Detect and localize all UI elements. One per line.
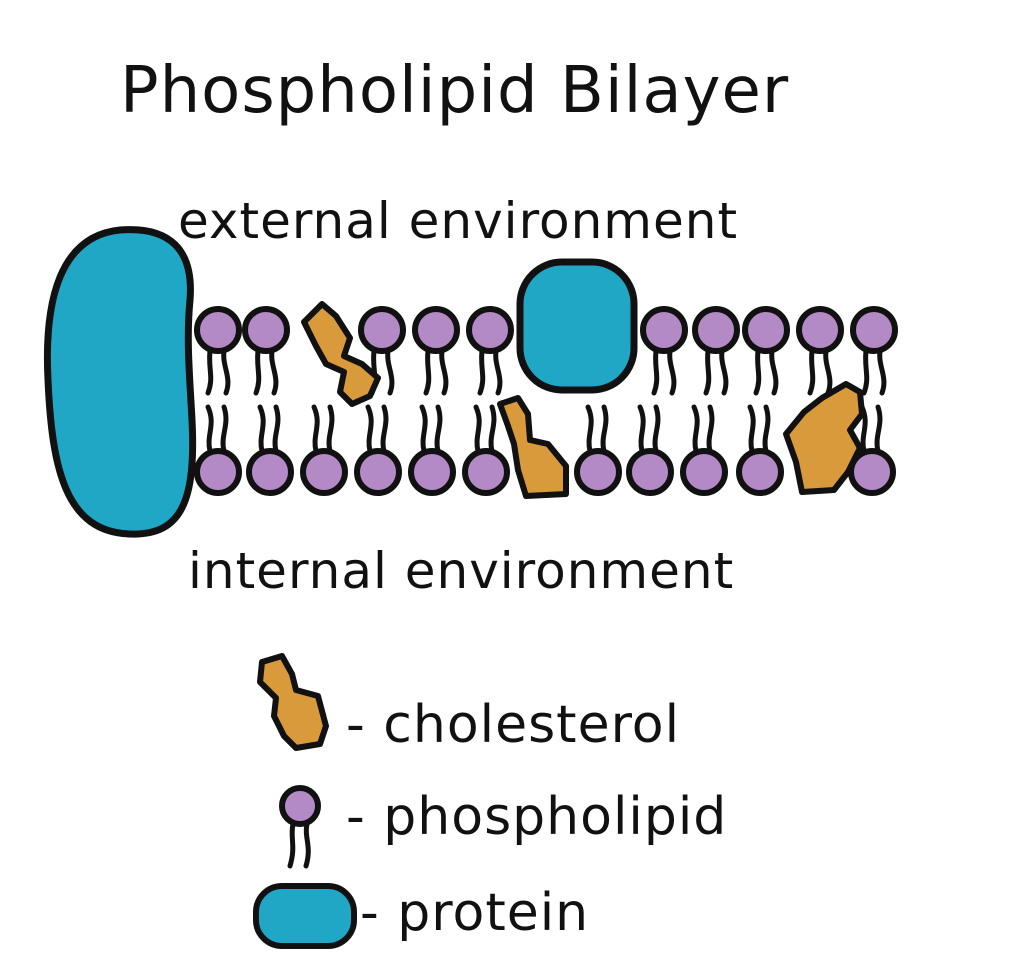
phospholipid-head-bottom bbox=[246, 448, 294, 496]
legend-cholesterol-label: - cholesterol bbox=[346, 695, 680, 755]
lipid-tail bbox=[269, 348, 279, 396]
lipid-tail bbox=[380, 404, 389, 454]
lipid-tail bbox=[652, 404, 661, 454]
peripheral-protein bbox=[516, 258, 638, 394]
lipid-tails bbox=[205, 348, 887, 454]
lipid-tail bbox=[861, 348, 870, 396]
lipid-tail bbox=[691, 404, 700, 454]
phospholipid-head-bottom bbox=[354, 448, 402, 496]
lipid-tail bbox=[823, 348, 833, 396]
lipid-tail bbox=[220, 404, 229, 454]
bilayer bbox=[43, 226, 898, 538]
phospholipid-head-top bbox=[242, 306, 290, 354]
lipid-tail bbox=[877, 348, 887, 396]
lipid-tail bbox=[272, 404, 281, 454]
phospholipid-head-bottom bbox=[736, 448, 784, 496]
lipid-tail bbox=[423, 348, 432, 396]
lipid-tail bbox=[205, 348, 214, 396]
cholesterol-molecule bbox=[783, 381, 865, 495]
lipid-tail bbox=[221, 348, 231, 396]
phospholipid-head-bottom bbox=[574, 448, 622, 496]
lipid-tail bbox=[585, 404, 594, 454]
phospholipid-head-bottom bbox=[680, 448, 728, 496]
phospholipid-head-top bbox=[742, 306, 790, 354]
lipid-tail bbox=[600, 404, 609, 454]
lipid-tail bbox=[807, 348, 816, 396]
lipid-tail bbox=[651, 348, 660, 396]
lipid-tail bbox=[719, 348, 729, 396]
phospholipid-head-top bbox=[796, 306, 844, 354]
lipid-tail bbox=[762, 404, 771, 454]
legend-protein-label: - protein bbox=[360, 883, 589, 943]
phospholipid-head-top bbox=[466, 306, 514, 354]
lipid-tail bbox=[311, 404, 320, 454]
lipid-tail bbox=[706, 404, 715, 454]
phospholipid-head-bottom bbox=[194, 448, 242, 496]
lipid-tail bbox=[385, 348, 395, 396]
lipid-tail bbox=[703, 348, 712, 396]
lipid-tail bbox=[257, 404, 266, 454]
legend-phospholipid-label: - phospholipid bbox=[346, 787, 727, 847]
cholesterol-molecule bbox=[497, 395, 569, 499]
diagram-title: Phospholipid Bilayer bbox=[120, 54, 789, 128]
lipid-tail bbox=[769, 348, 779, 396]
external-environment-label: external environment bbox=[178, 192, 738, 250]
lipid-tail bbox=[205, 404, 214, 454]
cholesterol-molecule bbox=[301, 301, 381, 407]
protein-icon bbox=[253, 883, 357, 949]
phospholipid-head-top bbox=[850, 306, 898, 354]
phospholipid-head-bottom bbox=[300, 448, 348, 496]
lipid-tail bbox=[434, 404, 443, 454]
phospholipid-head-top bbox=[358, 306, 406, 354]
lipid-tail bbox=[253, 348, 262, 396]
phospholipid-head-top bbox=[692, 306, 740, 354]
phospholipid-head-bottom bbox=[626, 448, 674, 496]
phospholipid-icon bbox=[279, 785, 321, 869]
lipid-tail bbox=[365, 404, 374, 454]
cholesterol-icon bbox=[257, 653, 329, 751]
lipid-tail bbox=[747, 404, 756, 454]
lipid-tail bbox=[637, 404, 646, 454]
phospholipid-head-top bbox=[194, 306, 242, 354]
lipid-tail bbox=[493, 348, 503, 396]
lipid-tail bbox=[477, 348, 486, 396]
phospholipid-head-top bbox=[640, 306, 688, 354]
lipid-tail bbox=[753, 348, 762, 396]
lipid-tail bbox=[419, 404, 428, 454]
phospholipid-heads bbox=[194, 306, 898, 496]
lipid-tail bbox=[473, 404, 482, 454]
transmembrane-protein bbox=[43, 226, 197, 538]
lipid-tail bbox=[667, 348, 677, 396]
lipid-tail bbox=[488, 404, 497, 454]
internal-environment-label: internal environment bbox=[188, 542, 734, 600]
legend: - cholesterol - phospholipid - protein bbox=[253, 653, 727, 949]
lipid-tail bbox=[439, 348, 449, 396]
phospholipid-head-bottom bbox=[462, 448, 510, 496]
phospholipid-head-top bbox=[412, 306, 460, 354]
lipid-tail bbox=[874, 404, 883, 454]
phospholipid-head-bottom bbox=[408, 448, 456, 496]
lipid-tail bbox=[326, 404, 335, 454]
cholesterol-molecules bbox=[301, 301, 865, 499]
membrane-proteins bbox=[43, 226, 638, 538]
